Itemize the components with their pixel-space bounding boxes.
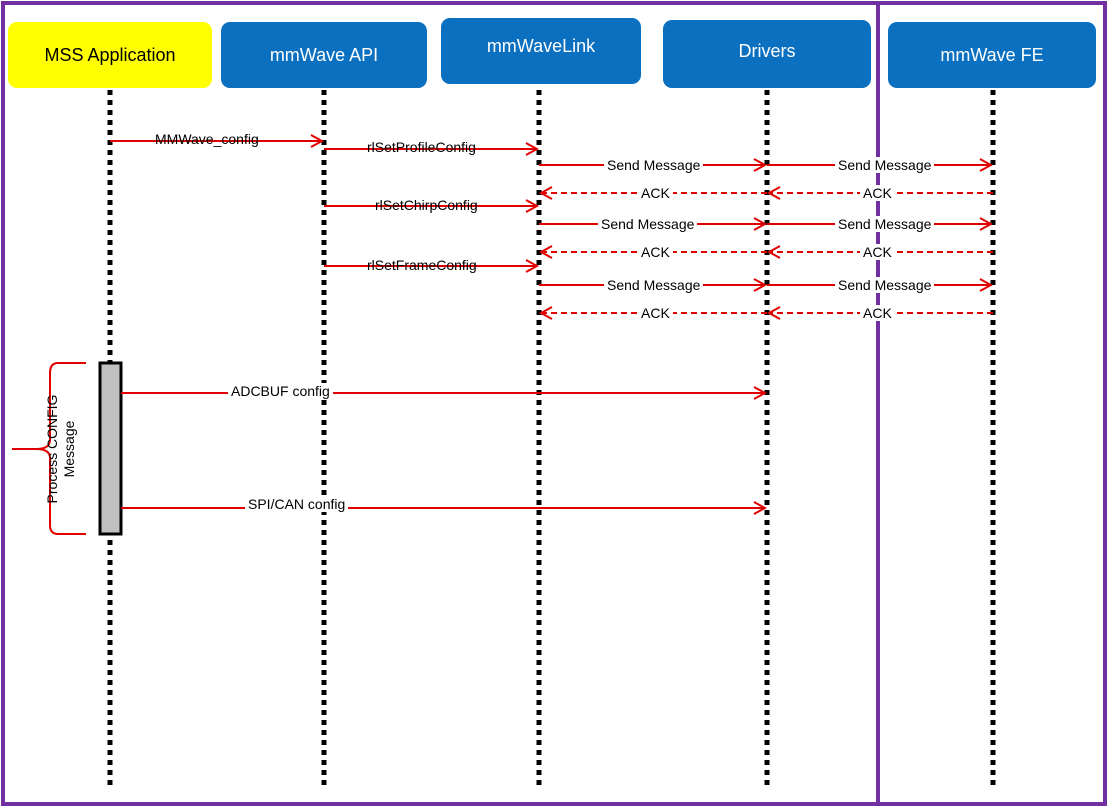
participant-drivers: Drivers xyxy=(663,20,871,88)
label-send-1-drivers-fe: Send Message xyxy=(835,157,935,173)
process-config-message-label: Process CONFIG Message xyxy=(44,359,84,539)
participant-mss-application: MSS Application xyxy=(8,22,212,88)
label-send-3-link-drivers: Send Message xyxy=(604,277,704,293)
label-send-3-drivers-fe: Send Message xyxy=(835,277,935,293)
label-adcbuf-config: ADCBUF config xyxy=(228,383,333,399)
label-ack-3-drivers-fe: ACK xyxy=(860,305,895,321)
process-label-line2: Message xyxy=(61,420,77,478)
label-ack-3-link-drivers: ACK xyxy=(638,305,673,321)
label-send-1-link-drivers: Send Message xyxy=(604,157,704,173)
label-send-2-drivers-fe: Send Message xyxy=(835,216,935,232)
process-label-line1: Process CONFIG xyxy=(44,394,60,504)
label-send-2-link-drivers: Send Message xyxy=(598,216,698,232)
label-ack-2-drivers-fe: ACK xyxy=(860,244,895,260)
participant-mmwave-fe: mmWave FE xyxy=(888,22,1096,88)
label-ack-2-link-drivers: ACK xyxy=(638,244,673,260)
label-profile-config: rlSetProfileConfig xyxy=(367,139,476,155)
label-frame-config: rlSetFrameConfig xyxy=(367,257,477,273)
label-ack-1-link-drivers: ACK xyxy=(638,185,673,201)
label-spican-config: SPI/CAN config xyxy=(245,496,349,512)
label-ack-1-drivers-fe: ACK xyxy=(860,185,895,201)
participant-mmwavelink: mmWaveLink xyxy=(441,18,641,84)
label-mmwave-config: MMWave_config xyxy=(155,131,259,147)
participant-mmwave-api: mmWave API xyxy=(221,22,427,88)
process-brace xyxy=(12,362,86,535)
label-chirp-config: rlSetChirpConfig xyxy=(375,197,478,213)
activation-box xyxy=(98,361,123,536)
